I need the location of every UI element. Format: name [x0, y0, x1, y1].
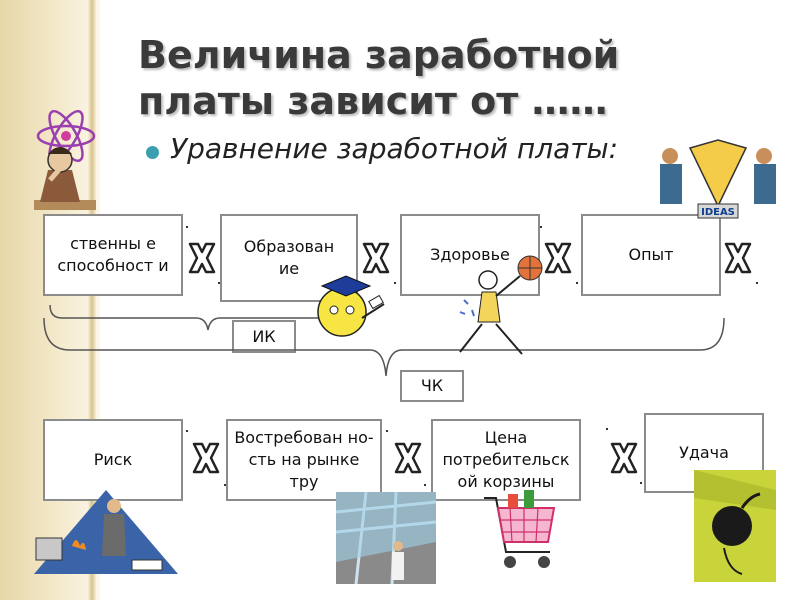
- box-abilities: ственны е способност и: [43, 214, 183, 296]
- multiply-icon: [544, 242, 572, 274]
- box-ik-label: ИК: [252, 326, 276, 346]
- multiply-icon: [394, 442, 422, 474]
- box-experience: Опыт: [581, 214, 721, 296]
- decor-dot: [386, 430, 388, 432]
- box-risk-label: Риск: [93, 450, 133, 469]
- box-health-label: Здоровье: [430, 245, 510, 264]
- decor-dot: [606, 428, 608, 430]
- decor-dot: [218, 282, 220, 284]
- decor-dot: [224, 484, 226, 486]
- ideas-sign-text: IDEAS: [701, 207, 735, 218]
- decor-dot: [186, 226, 188, 228]
- box-experience-label: Опыт: [628, 245, 674, 264]
- side-decor-stripe: [88, 0, 96, 600]
- multiply-icon: [724, 242, 752, 274]
- box-abilities-label: ственны е способност и: [57, 234, 169, 275]
- multiply-icon: [192, 442, 220, 474]
- shopping-cart-clipart: [484, 490, 556, 568]
- decor-dot: [186, 430, 188, 432]
- man-at-computer-clipart: [34, 490, 178, 574]
- bomb-clipart: [694, 470, 776, 582]
- atom-icon: [36, 109, 96, 163]
- box-basket-price: Цена потребительск ой корзины: [431, 419, 581, 501]
- decor-dot: [756, 282, 758, 284]
- graduate-clipart: [317, 275, 385, 337]
- decor-dot: [424, 484, 426, 486]
- box-demand: Востребован но-сть на рынке тру: [226, 419, 382, 501]
- box-demand-label: Востребован но-сть на рынке тру: [234, 428, 374, 491]
- box-education-label: Образован ие: [243, 237, 335, 278]
- basketball-player-clipart: [459, 255, 543, 355]
- multiply-icon: [610, 442, 638, 474]
- multiply-icon: [188, 242, 216, 274]
- decor-dot: [640, 482, 642, 484]
- box-luck-label: Удача: [679, 443, 729, 462]
- ideas-team-clipart: IDEAS: [660, 139, 776, 219]
- box-health: Здоровье: [400, 214, 540, 296]
- multiply-icon: [362, 242, 390, 274]
- box-ik: ИК: [232, 320, 296, 353]
- bullet-icon: [146, 146, 159, 159]
- job-market-clipart: [336, 492, 436, 584]
- slide-title: Величина заработной платы зависит от ……: [138, 33, 620, 123]
- decor-dot: [394, 282, 396, 284]
- decor-dot: [540, 226, 542, 228]
- box-basket-price-label: Цена потребительск ой корзины: [442, 428, 570, 491]
- box-chk: ЧК: [400, 370, 464, 402]
- bullet-text: Уравнение заработной платы:: [170, 132, 619, 165]
- box-chk-label: ЧК: [420, 376, 444, 395]
- thinking-person-clipart: [34, 147, 96, 210]
- decor-dot: [576, 282, 578, 284]
